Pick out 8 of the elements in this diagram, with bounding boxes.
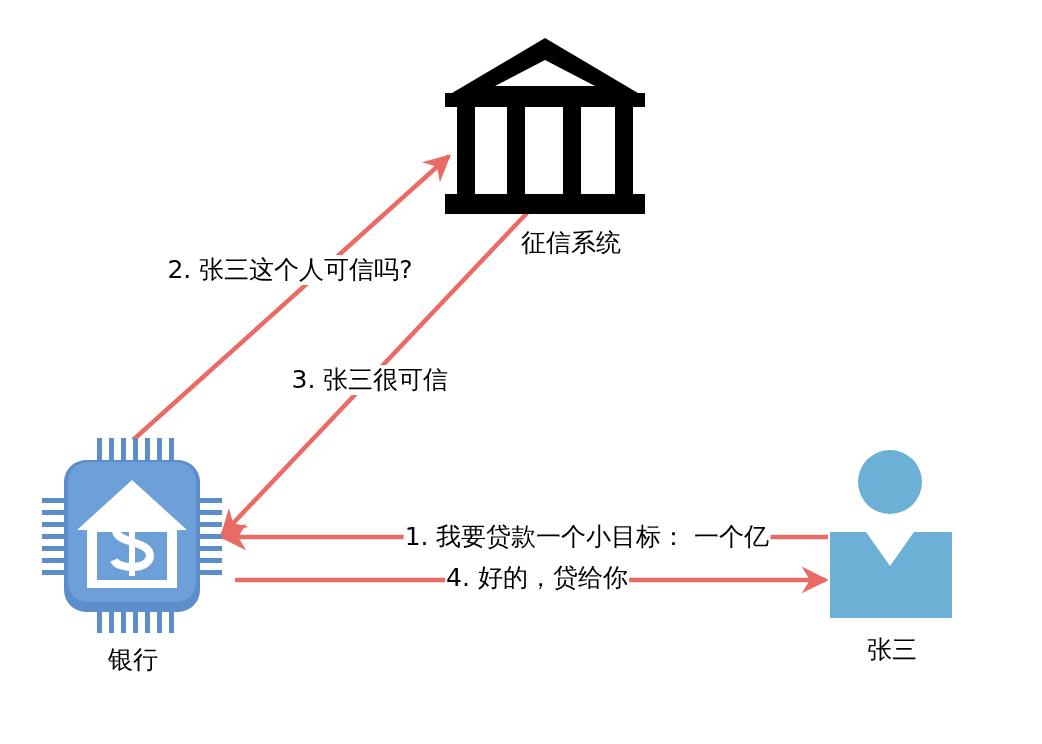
arrow xyxy=(131,154,451,442)
edge-label: 3. 张三很可信 xyxy=(290,365,450,395)
edge-label: 2. 张三这个人可信吗? xyxy=(166,255,414,285)
node-label: 张三 xyxy=(865,634,918,666)
edge-label: 1. 我要贷款一个小目标： 一个亿 xyxy=(403,522,771,552)
edge-label: 4. 好的，贷给你 xyxy=(445,563,629,593)
node-label: 征信系统 xyxy=(520,227,622,259)
node-label: 银行 xyxy=(106,644,159,676)
